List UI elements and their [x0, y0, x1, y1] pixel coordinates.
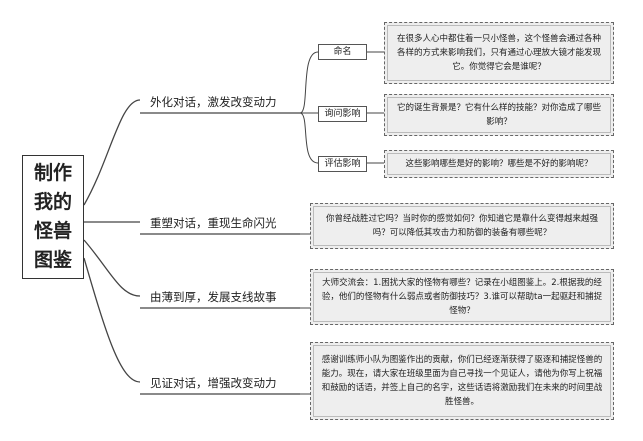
branch-label-reshape: 重塑对话，重现生命闪光 — [150, 216, 277, 230]
detail-witness-text: 感谢训练师小队为图鉴作出的贡献，你们已经逐渐获得了驱逐和捕捉怪兽的能力。现在，请… — [321, 355, 603, 407]
detail-naming: 在很多人心中都住着一只小怪兽，这个怪兽会通过各种各样的方式来影响我们，只有通过心… — [384, 22, 614, 84]
detail-inquire-impact: 它的诞生背景是？它有什么样的技能？对你造成了哪些影响？ — [384, 94, 614, 136]
detail-naming-text: 在很多人心中都住着一只小怪兽，这个怪兽会通过各种各样的方式来影响我们，只有通过心… — [396, 34, 601, 72]
detail-reshape-text: 你曾经战胜过它吗？当时你的感觉如何？你知道它是靠什么变得越来越强吗？可以降低其攻… — [325, 214, 598, 238]
detail-thicken: 大师交流会：1.困扰大家的怪物有哪些？记录在小组图鉴上。2.根据我的经验，他们的… — [310, 269, 614, 325]
detail-inquire-impact-text: 它的诞生背景是？它有什么样的技能？对你造成了哪些影响？ — [396, 103, 601, 127]
detail-witness: 感谢训练师小队为图鉴作出的贡献，你们已经逐渐获得了驱逐和捕捉怪兽的能力。现在，请… — [310, 342, 614, 420]
detail-thicken-text: 大师交流会：1.困扰大家的怪物有哪些？记录在小组图鉴上。2.根据我的经验，他们的… — [321, 278, 603, 316]
branch-label-thicken: 由薄到厚，发展支线故事 — [150, 290, 277, 304]
detail-evaluate-impact: 这些影响哪些是好的影响？哪些是不好的影响呢？ — [384, 150, 614, 178]
subnode-naming: 命名 — [318, 44, 367, 60]
detail-reshape: 你曾经战胜过它吗？当时你的感觉如何？你知道它是靠什么变得越来越强吗？可以降低其攻… — [310, 203, 614, 249]
detail-evaluate-impact-text: 这些影响哪些是好的影响？哪些是不好的影响呢？ — [405, 159, 593, 169]
subnode-evaluate-impact: 评估影响 — [318, 156, 367, 172]
subnode-inquire-impact: 询问影响 — [318, 106, 367, 122]
root-node: 制作我的怪兽图鉴 — [22, 155, 84, 279]
branch-label-externalize: 外化对话，激发改变动力 — [150, 95, 277, 109]
branch-label-witness: 见证对话，增强改变动力 — [150, 376, 277, 390]
root-title: 制作我的怪兽图鉴 — [33, 162, 72, 271]
